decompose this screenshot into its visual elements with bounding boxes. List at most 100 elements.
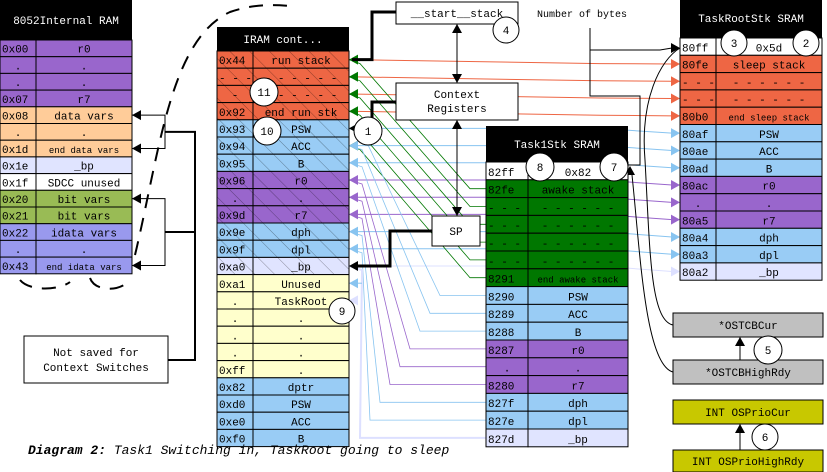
row-addr: 0x21	[2, 212, 29, 224]
taskrootstk-row: 80a4 dph	[679, 227, 823, 247]
row-label: ACC	[759, 147, 779, 159]
row-addr: .	[232, 314, 239, 326]
row-addr: 0xff	[219, 366, 245, 378]
ostcbhighrdy-link	[631, 174, 674, 373]
row-label: .	[81, 61, 88, 73]
arrow-head	[349, 278, 358, 289]
row-label: - - - - - -	[265, 73, 338, 85]
svg-text:8: 8	[537, 163, 544, 175]
internal-ram-row: ..	[0, 56, 133, 74]
task1stk-title: Task1Stk SRAM	[514, 140, 600, 152]
row-label: PSW	[759, 130, 779, 142]
arrow-head	[671, 249, 680, 260]
row-label: end run stk	[265, 108, 338, 120]
row-addr: .	[15, 78, 22, 90]
sp-to-bp	[355, 229, 432, 268]
row-label: dph	[568, 399, 588, 411]
row-addr: 80ad	[682, 164, 708, 176]
not-saved-box: Not saved for Context Switches	[23, 335, 169, 384]
step-marker-2: 2	[792, 29, 820, 57]
row-addr: .	[232, 194, 239, 206]
row-addr: .	[695, 199, 702, 211]
row-label: dpl	[568, 417, 588, 429]
row-addr: 0xe0	[219, 417, 245, 429]
step-marker-7: 7	[599, 152, 629, 182]
start-stack-box: __start__stack	[395, 1, 519, 25]
row-label: bit vars	[58, 195, 111, 207]
row-addr: 80af	[682, 130, 708, 142]
row-label: r0	[294, 177, 307, 189]
arrow-head	[671, 231, 680, 242]
iram-cont-header: IRAM cont...	[217, 27, 349, 51]
arrow-head	[349, 71, 358, 82]
row-addr: 0x22	[2, 228, 28, 240]
taskrootstk-row: 80a2_bp	[679, 262, 823, 281]
row-addr: 0x93	[219, 125, 245, 137]
taskrootstk-row: 80af PSW	[679, 124, 823, 143]
taskrootstk-header: TaskRootStk SRAM	[680, 0, 822, 38]
row-label: dpl	[759, 251, 779, 263]
row-label: end awake stack	[537, 276, 618, 286]
arrow-head	[671, 76, 680, 87]
arrow-head	[671, 128, 680, 139]
internal-ram-title: 8052Internal RAM	[13, 16, 119, 28]
row-addr: 827d	[488, 435, 514, 447]
row-addr: - - -	[488, 257, 521, 269]
number-of-bytes-label: Number of bytes	[537, 9, 627, 21]
step-marker-10: 10	[252, 116, 282, 146]
task1stk-header: Task1Stk SRAM	[486, 126, 628, 162]
arrow-head	[671, 180, 680, 191]
row-addr: 80a4	[682, 234, 709, 246]
row-label: dph	[759, 234, 779, 246]
row-label: .	[81, 78, 88, 90]
step-marker-9: 9	[328, 297, 356, 325]
row-addr: 0x43	[2, 262, 28, 274]
step-marker-6: 6	[751, 423, 779, 451]
row-addr: 82ff	[488, 168, 514, 180]
row-addr: -	[232, 91, 239, 103]
bracket-line	[132, 198, 166, 266]
row-label: .	[298, 314, 305, 326]
row-addr: - - -	[488, 239, 521, 251]
arrow-head	[349, 243, 358, 254]
row-addr: 0x44	[219, 56, 246, 68]
context-registers-label-2: Registers	[427, 104, 486, 116]
row-addr: .	[232, 297, 239, 309]
task1stk-row: - - -- - - - - -	[485, 197, 629, 216]
taskrootstk-row: - - -- - - - - -	[679, 72, 823, 91]
row-addr: 8280	[488, 381, 514, 393]
row-label: dph	[291, 228, 311, 240]
iram-cont-row: .TaskRoot	[216, 291, 350, 310]
arrow-head	[671, 266, 680, 277]
arrow-head	[349, 295, 358, 306]
row-addr: 80ff	[682, 43, 708, 55]
step-marker-4: 4	[492, 16, 520, 44]
row-label: data vars	[54, 112, 113, 124]
arrow-head	[349, 226, 358, 237]
iram-cont-row: 0xff.	[216, 360, 350, 379]
row-addr: - - -	[682, 95, 715, 107]
taskrootstk-row: - - -- - - - - -	[679, 89, 823, 108]
ostcbhighrdy-label: *OSTCBHighRdy	[705, 368, 791, 380]
row-label: r0	[77, 45, 90, 57]
row-label: sleep stack	[733, 61, 806, 73]
arrow-head	[671, 93, 680, 104]
sp-label: SP	[449, 227, 463, 239]
row-addr: .	[15, 61, 22, 73]
caption-bold: Diagram 2:	[28, 443, 107, 458]
